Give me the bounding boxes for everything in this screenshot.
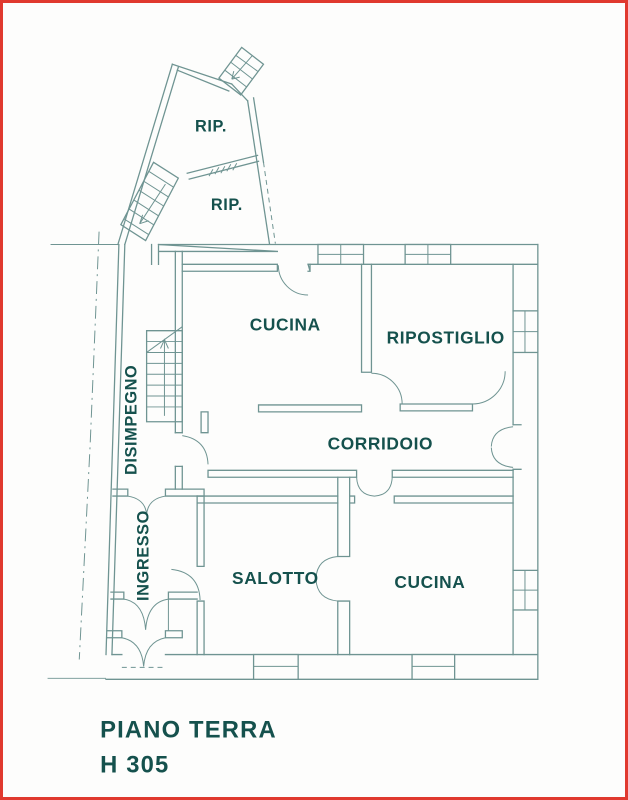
label-corridoio: CORRIDOIO <box>328 434 433 454</box>
label-disimpegno: DISIMPEGNO <box>123 365 141 475</box>
floorplan-drawing: RIP. RIP. CUCINA RIPOSTIGLIO DISIMPEGNO … <box>47 46 539 779</box>
strip-walls <box>105 243 209 656</box>
entrance-doors <box>106 591 198 668</box>
label-rip-upper: RIP. <box>195 118 227 136</box>
label-cucina-bottom: CUCINA <box>394 572 465 592</box>
annex-top-stairs <box>218 46 265 96</box>
label-rip-lower: RIP. <box>211 196 243 214</box>
label-ingresso: INGRESSO <box>135 510 153 601</box>
caption: PIANO TERRA H 305 <box>100 717 277 779</box>
annex-walls <box>117 63 279 265</box>
label-cucina-top: CUCINA <box>250 315 321 335</box>
main-outer-walls <box>105 243 539 680</box>
interior-walls <box>181 263 522 656</box>
plan-title: PIANO TERRA <box>100 717 277 744</box>
windows <box>252 243 539 680</box>
plan-height-note: H 305 <box>100 751 169 778</box>
label-ripostiglio: RIPOSTIGLIO <box>387 328 505 348</box>
room-labels: RIP. RIP. CUCINA RIPOSTIGLIO DISIMPEGNO … <box>123 118 505 601</box>
disimpegno-stairs <box>145 326 183 423</box>
annex-lower-stairs <box>120 161 180 242</box>
site-boundary-lines <box>47 231 118 679</box>
label-salotto: SALOTTO <box>232 568 319 588</box>
